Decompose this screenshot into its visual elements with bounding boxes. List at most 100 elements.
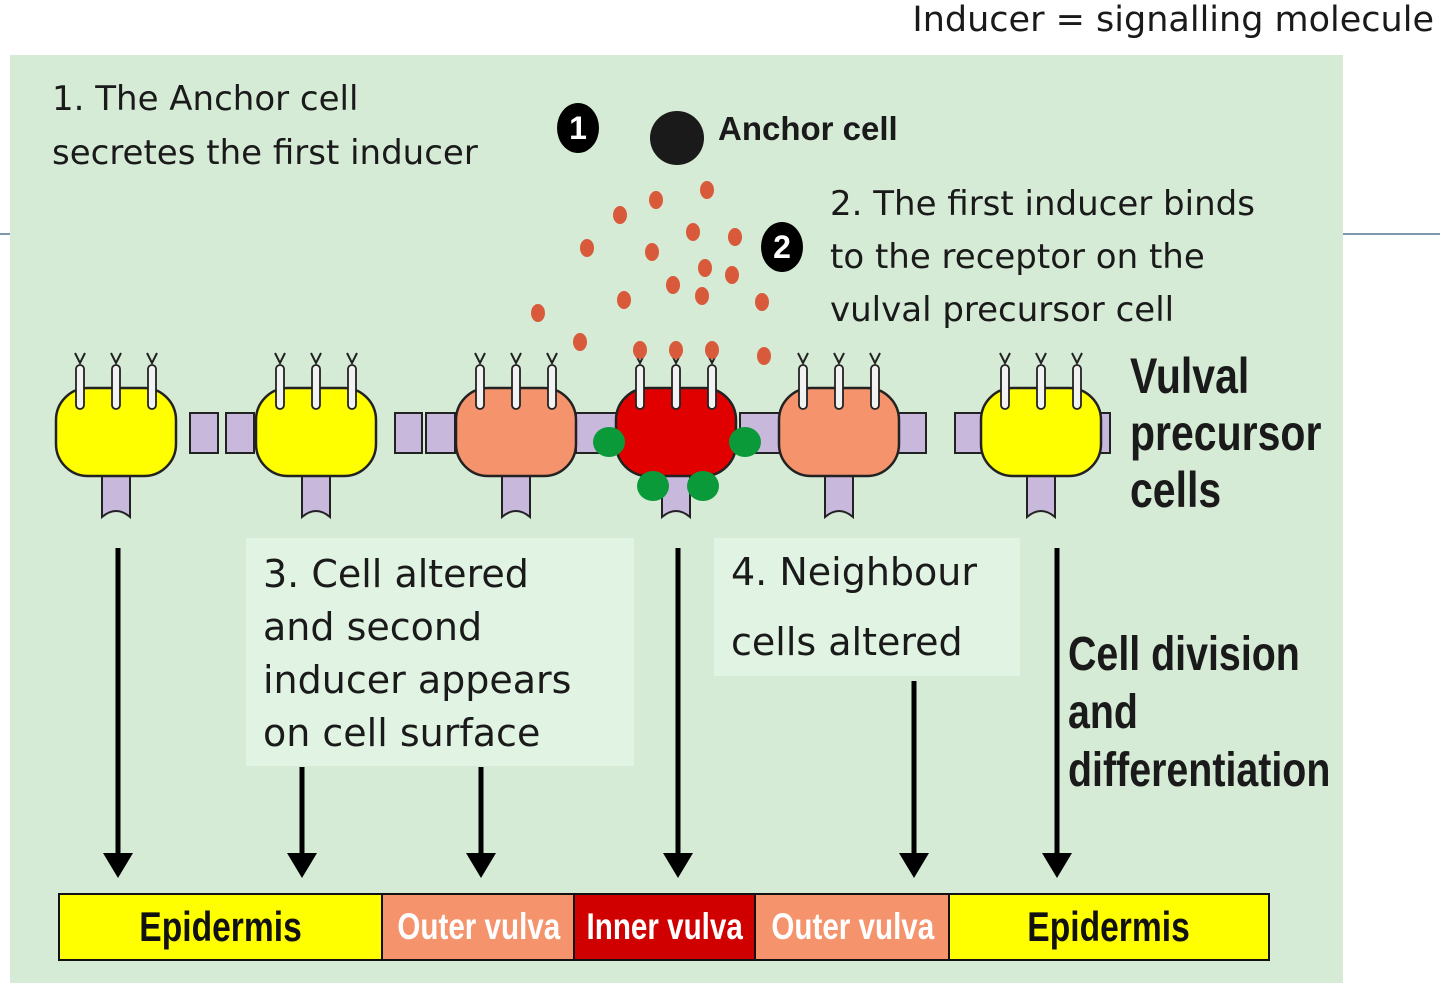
vpc-line2: precursor xyxy=(1130,405,1322,461)
receptor-icon xyxy=(1036,364,1046,410)
step3-line1: 3. Cell altered xyxy=(263,552,529,596)
fate-inner-vulva: Inner vulva xyxy=(573,893,755,961)
receptor-icon xyxy=(1000,364,1010,410)
receptor-site-icon xyxy=(797,352,809,366)
second-inducer-icon xyxy=(687,471,719,501)
receptor-icon xyxy=(798,364,808,410)
header-note: Inducer = signalling molecule xyxy=(912,0,1434,40)
fate-epidermis-left-label: Epidermis xyxy=(139,903,303,950)
step1-line1: 1. The Anchor cell xyxy=(52,79,359,119)
divider-line-left xyxy=(0,233,12,235)
cell-junction xyxy=(394,412,423,454)
inducer-molecule xyxy=(695,287,709,305)
cell-junction xyxy=(425,412,456,454)
receptor-icon xyxy=(707,364,717,410)
vulval-precursor-cell-5 xyxy=(777,352,901,520)
fate-inner-vulva-label: Inner vulva xyxy=(586,906,744,947)
inducer-molecule xyxy=(531,304,545,322)
cell-base-stub xyxy=(501,471,531,520)
divider-line-right xyxy=(1342,233,1440,235)
second-inducer-icon xyxy=(729,427,761,457)
inducer-molecule xyxy=(573,333,587,351)
second-inducer-icon xyxy=(593,427,625,457)
receptor-site-icon xyxy=(310,352,322,366)
cell-base-stub xyxy=(661,471,691,520)
inducer-molecule xyxy=(617,291,631,309)
step3-line3: inducer appears xyxy=(263,658,572,702)
receptor-icon xyxy=(547,364,557,410)
step2-marker-icon xyxy=(761,222,803,272)
receptor-icon xyxy=(671,364,681,410)
inducer-molecule xyxy=(645,243,659,261)
inducer-molecule xyxy=(686,223,700,241)
receptor-site-icon xyxy=(274,352,286,366)
step3-box xyxy=(246,538,634,766)
receptor-site-icon xyxy=(869,352,881,366)
receptor-site-icon xyxy=(146,352,158,366)
receptor-icon xyxy=(1072,364,1082,410)
receptor-icon xyxy=(275,364,285,410)
receptor-site-icon xyxy=(999,352,1011,366)
inducer-molecule xyxy=(649,191,663,209)
step3-text: 3. Cell altered and second inducer appea… xyxy=(263,548,571,760)
step4-box xyxy=(714,538,1020,676)
fate-epidermis-right: Epidermis xyxy=(948,893,1270,961)
inducer-molecule xyxy=(666,276,680,294)
receptor-site-icon xyxy=(1071,352,1083,366)
inducer-molecule xyxy=(725,266,739,284)
cell-division-label: Cell division and differentiation xyxy=(1068,626,1388,800)
vulval-precursor-cell-4 xyxy=(614,352,738,520)
inducer-molecule xyxy=(700,181,714,199)
vulval-precursor-cell-6 xyxy=(979,352,1103,520)
receptor-site-icon xyxy=(833,352,845,366)
step2-line1: 2. The first inducer binds xyxy=(830,184,1255,224)
cell-base-stub xyxy=(824,471,854,520)
receptor-icon xyxy=(311,364,321,410)
division-line2: and xyxy=(1068,686,1138,739)
vpc-line3: cells xyxy=(1130,462,1222,518)
cell-base-stub xyxy=(301,471,331,520)
inducer-molecule xyxy=(728,228,742,246)
vulval-precursor-cell-3 xyxy=(454,352,578,520)
step1-text: 1. The Anchor cell secretes the first in… xyxy=(52,72,478,180)
receptor-site-icon xyxy=(74,352,86,366)
anchor-cell-label: Anchor cell xyxy=(718,110,898,147)
step1-marker-label: 1 xyxy=(569,110,587,146)
cell-base-stub xyxy=(1026,471,1056,520)
inducer-molecule xyxy=(755,293,769,311)
fate-epidermis-left: Epidermis xyxy=(58,893,382,961)
division-line1: Cell division xyxy=(1068,628,1300,681)
inducer-molecule xyxy=(613,206,627,224)
fate-outer-vulva-right-label: Outer vulva xyxy=(771,906,934,947)
step1-line2: secretes the first inducer xyxy=(52,133,478,173)
cell-junction xyxy=(897,412,927,454)
receptor-site-icon xyxy=(1035,352,1047,366)
anchor-cell-icon xyxy=(650,111,704,165)
receptor-site-icon xyxy=(346,352,358,366)
receptor-site-icon xyxy=(110,352,122,366)
receptor-icon xyxy=(111,364,121,410)
vpc-line1: Vulval xyxy=(1130,348,1250,404)
step4-line2: cells altered xyxy=(731,620,963,664)
receptor-icon xyxy=(834,364,844,410)
receptor-icon xyxy=(635,364,645,410)
bound-inducer-molecule xyxy=(633,341,647,359)
receptor-icon xyxy=(475,364,485,410)
inducer-molecule xyxy=(757,347,771,365)
receptor-icon xyxy=(147,364,157,410)
receptor-icon xyxy=(347,364,357,410)
step3-line2: and second xyxy=(263,605,483,649)
step2-marker-label: 2 xyxy=(773,229,791,265)
receptor-site-icon xyxy=(510,352,522,366)
bound-inducer-molecule xyxy=(705,341,719,359)
step4-line1: 4. Neighbour xyxy=(731,550,977,594)
fate-outer-vulva-left-label: Outer vulva xyxy=(397,906,560,947)
vulval-precursor-cells-label: Vulval precursor cells xyxy=(1130,348,1363,519)
cell-base-stub xyxy=(101,471,131,520)
step2-line3: vulval precursor cell xyxy=(830,290,1175,330)
vulval-precursor-cell-2 xyxy=(254,352,378,520)
step3-line4: on cell surface xyxy=(263,711,541,755)
step2-text: 2. The first inducer binds to the recept… xyxy=(830,178,1255,337)
vulval-precursor-cell-1 xyxy=(54,352,178,520)
